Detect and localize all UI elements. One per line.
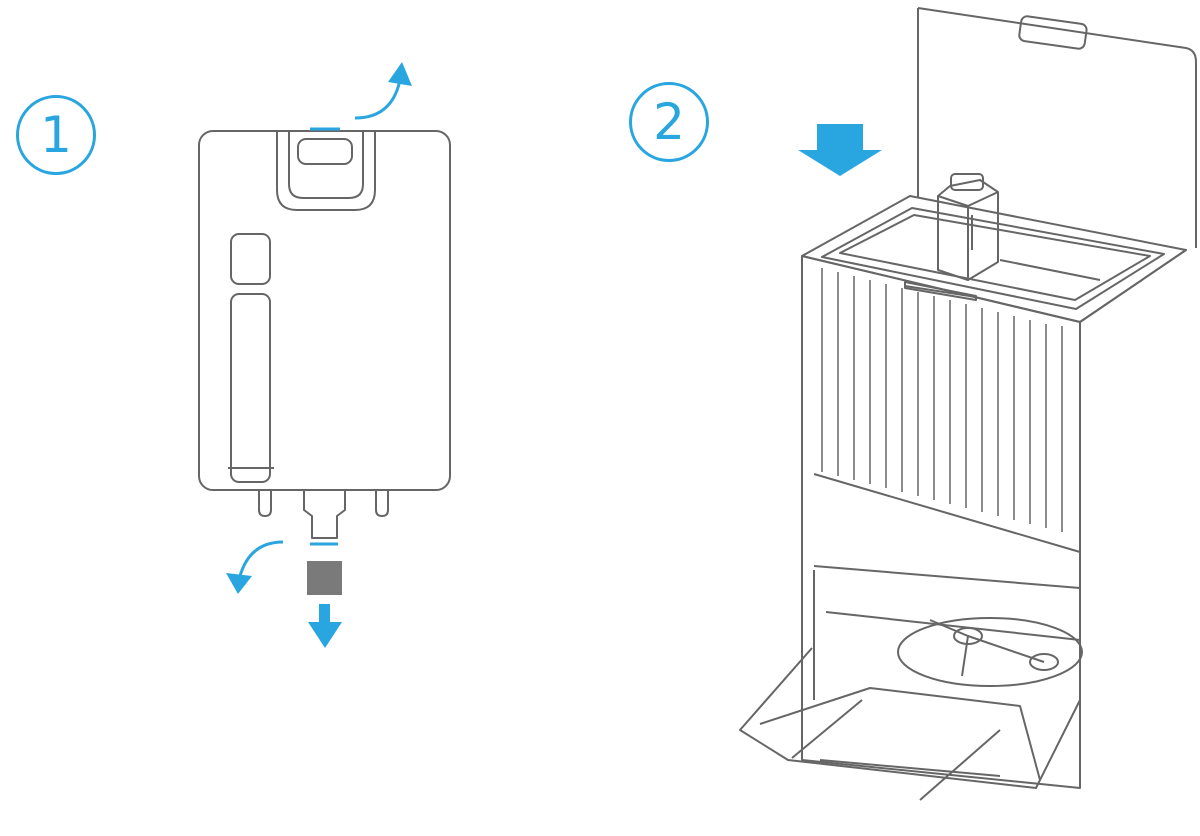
level-window-top: [230, 233, 271, 285]
base-slot: [825, 611, 1081, 641]
station-body: [801, 255, 1081, 789]
tank-handle-recess: [276, 131, 376, 211]
base-station: [739, 7, 1197, 801]
mop-plate: [897, 617, 1083, 687]
step-1-number: 1: [40, 106, 72, 164]
lid-open-arrow-icon: [354, 79, 402, 120]
tank-pin-right: [375, 490, 389, 517]
step-2-badge: 2: [629, 82, 709, 162]
tank-lid-cap: [297, 138, 353, 165]
cap-rotate-arrow-icon: [238, 540, 284, 577]
level-window: [230, 293, 271, 483]
station-lid: [917, 7, 1197, 248]
tank-insert: [937, 173, 999, 281]
tank-outlet: [303, 490, 346, 539]
step-2-number: 2: [653, 93, 685, 151]
tank-outline: [198, 130, 451, 491]
station-ramp: [739, 647, 1081, 789]
station-ribs: [821, 268, 1063, 532]
tank-pin-left: [258, 490, 272, 517]
step-1-badge: 1: [16, 95, 96, 175]
arrow-down-icon: [308, 604, 342, 648]
step-1-tank: [198, 130, 451, 539]
station-top-opening: [801, 195, 1187, 323]
filter-block: [307, 561, 342, 595]
insert-arrow-down-icon: [798, 124, 882, 176]
lid-handle: [1018, 15, 1088, 50]
